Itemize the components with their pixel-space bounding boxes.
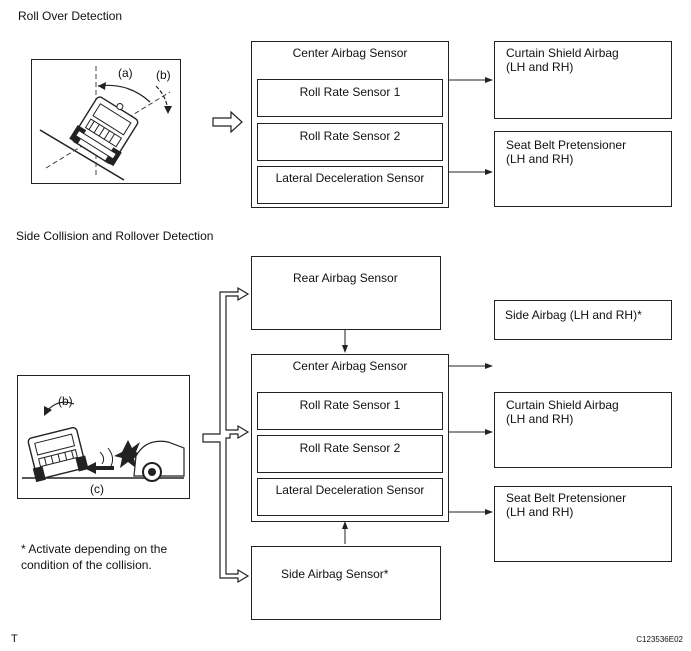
center-airbag-sensor-title: Center Airbag Sensor bbox=[292, 46, 408, 60]
roll-rate-sensor-1: Roll Rate Sensor 1 bbox=[257, 79, 443, 117]
output-curtain-shield-airbag-2: Curtain Shield Airbag (LH and RH) bbox=[494, 392, 672, 468]
output-seat-belt-pretensioner-1: Seat Belt Pretensioner (LH and RH) bbox=[494, 131, 672, 207]
figure-label-b: (b) bbox=[156, 68, 171, 82]
roll-rate-sensor-1-2: Roll Rate Sensor 1 bbox=[257, 392, 443, 430]
figure-label-a: (a) bbox=[118, 66, 133, 80]
rollover-vehicle-icon bbox=[39, 66, 172, 181]
section1-title: Roll Over Detection bbox=[18, 9, 123, 23]
footer-right: C123536E02 bbox=[636, 635, 683, 644]
rear-airbag-sensor-box: Rear Airbag Sensor bbox=[251, 256, 441, 330]
side-collision-vehicle-icon bbox=[22, 401, 185, 483]
center-airbag-sensor-box-1: Center Airbag Sensor Roll Rate Sensor 1 … bbox=[251, 41, 449, 208]
figure-label-b-2: (b) bbox=[58, 394, 73, 408]
roll-rate-sensor-2: Roll Rate Sensor 2 bbox=[257, 123, 443, 161]
output-side-airbag: Side Airbag (LH and RH)* bbox=[494, 300, 672, 340]
side-collision-figure: (b) (c) bbox=[17, 375, 190, 499]
footer-left: T bbox=[11, 633, 18, 645]
center-airbag-sensor-box-2: Center Airbag Sensor Roll Rate Sensor 1 … bbox=[251, 354, 449, 522]
lateral-deceleration-sensor: Lateral Deceleration Sensor bbox=[257, 166, 443, 204]
footnote: * Activate depending on the condition of… bbox=[21, 542, 168, 572]
lateral-deceleration-sensor-2: Lateral Deceleration Sensor bbox=[257, 478, 443, 516]
output-seat-belt-pretensioner-2: Seat Belt Pretensioner (LH and RH) bbox=[494, 486, 672, 562]
side-airbag-sensor-box: Side Airbag Sensor* bbox=[251, 546, 441, 620]
roll-rate-sensor-2-2: Roll Rate Sensor 2 bbox=[257, 435, 443, 473]
output-curtain-shield-airbag-1: Curtain Shield Airbag (LH and RH) bbox=[494, 41, 672, 119]
center-airbag-sensor-title-2: Center Airbag Sensor bbox=[292, 359, 408, 373]
rollover-figure: (a) (b) bbox=[31, 59, 181, 184]
figure-label-c: (c) bbox=[90, 482, 104, 496]
section2-title: Side Collision and Rollover Detection bbox=[16, 229, 214, 243]
